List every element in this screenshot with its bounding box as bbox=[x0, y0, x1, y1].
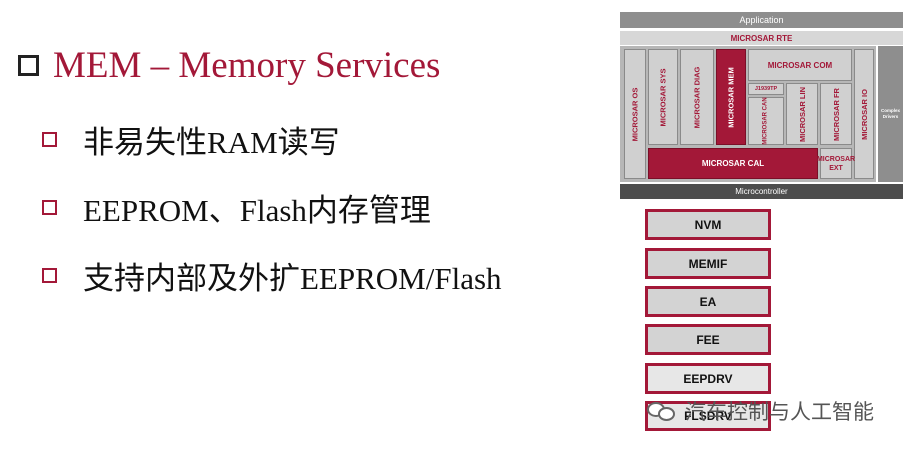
module-lin: MICROSAR LIN bbox=[786, 83, 818, 145]
bullet-square-icon bbox=[42, 268, 57, 283]
module-cal: MICROSAR CAL bbox=[648, 148, 818, 179]
module-j1939tp: J1939TP bbox=[748, 83, 784, 95]
watermark-text: 汽车控制与人工智能 bbox=[685, 400, 874, 424]
module-memif: MEMIF bbox=[645, 248, 771, 279]
microcontroller-layer: Microcontroller bbox=[620, 184, 903, 199]
bullet-text: 非易失性RAM读写 bbox=[83, 125, 340, 160]
bullet-text: EEPROM、Flash内存管理 bbox=[83, 193, 431, 228]
module-os: MICROSAR OS bbox=[624, 49, 646, 179]
checkbox-square-icon bbox=[18, 55, 39, 76]
wechat-icon bbox=[647, 400, 677, 422]
module-mem: MICROSAR MEM bbox=[716, 49, 746, 145]
module-can: MICROSAR CAN bbox=[748, 97, 784, 145]
module-nvm: NVM bbox=[645, 209, 771, 240]
heading-text: MEM – Memory Services bbox=[53, 45, 441, 86]
bullet-text: 支持内部及外扩EEPROM/Flash bbox=[83, 261, 502, 296]
rte-layer: MICROSAR RTE bbox=[620, 31, 903, 45]
bullet-square-icon bbox=[42, 200, 57, 215]
bullet-item: 非易失性RAM读写 bbox=[42, 117, 340, 162]
module-fr: MICROSAR FR bbox=[820, 83, 852, 145]
module-ext: MICROSAR EXT bbox=[817, 148, 855, 179]
module-com: MICROSAR COM bbox=[748, 49, 852, 81]
bullet-square-icon bbox=[42, 132, 57, 147]
module-sys: MICROSAR SYS bbox=[648, 49, 678, 145]
module-fee: FEE bbox=[645, 324, 771, 355]
module-flsdrv: FLSDRV bbox=[645, 401, 771, 431]
module-diag: MICROSAR DIAG bbox=[680, 49, 714, 145]
application-layer: Application bbox=[620, 12, 903, 28]
page-title: MEM – Memory Services bbox=[18, 44, 440, 87]
module-ea: EA bbox=[645, 286, 771, 317]
complex-drivers: Complex Drivers bbox=[878, 46, 903, 182]
bullet-item: 支持内部及外扩EEPROM/Flash bbox=[42, 253, 502, 298]
module-eepdrv: EEPDRV bbox=[645, 363, 771, 394]
module-io: MICROSAR IO bbox=[854, 49, 874, 179]
bullet-item: EEPROM、Flash内存管理 bbox=[42, 185, 431, 230]
watermark: 汽车控制与人工智能 bbox=[647, 396, 874, 426]
